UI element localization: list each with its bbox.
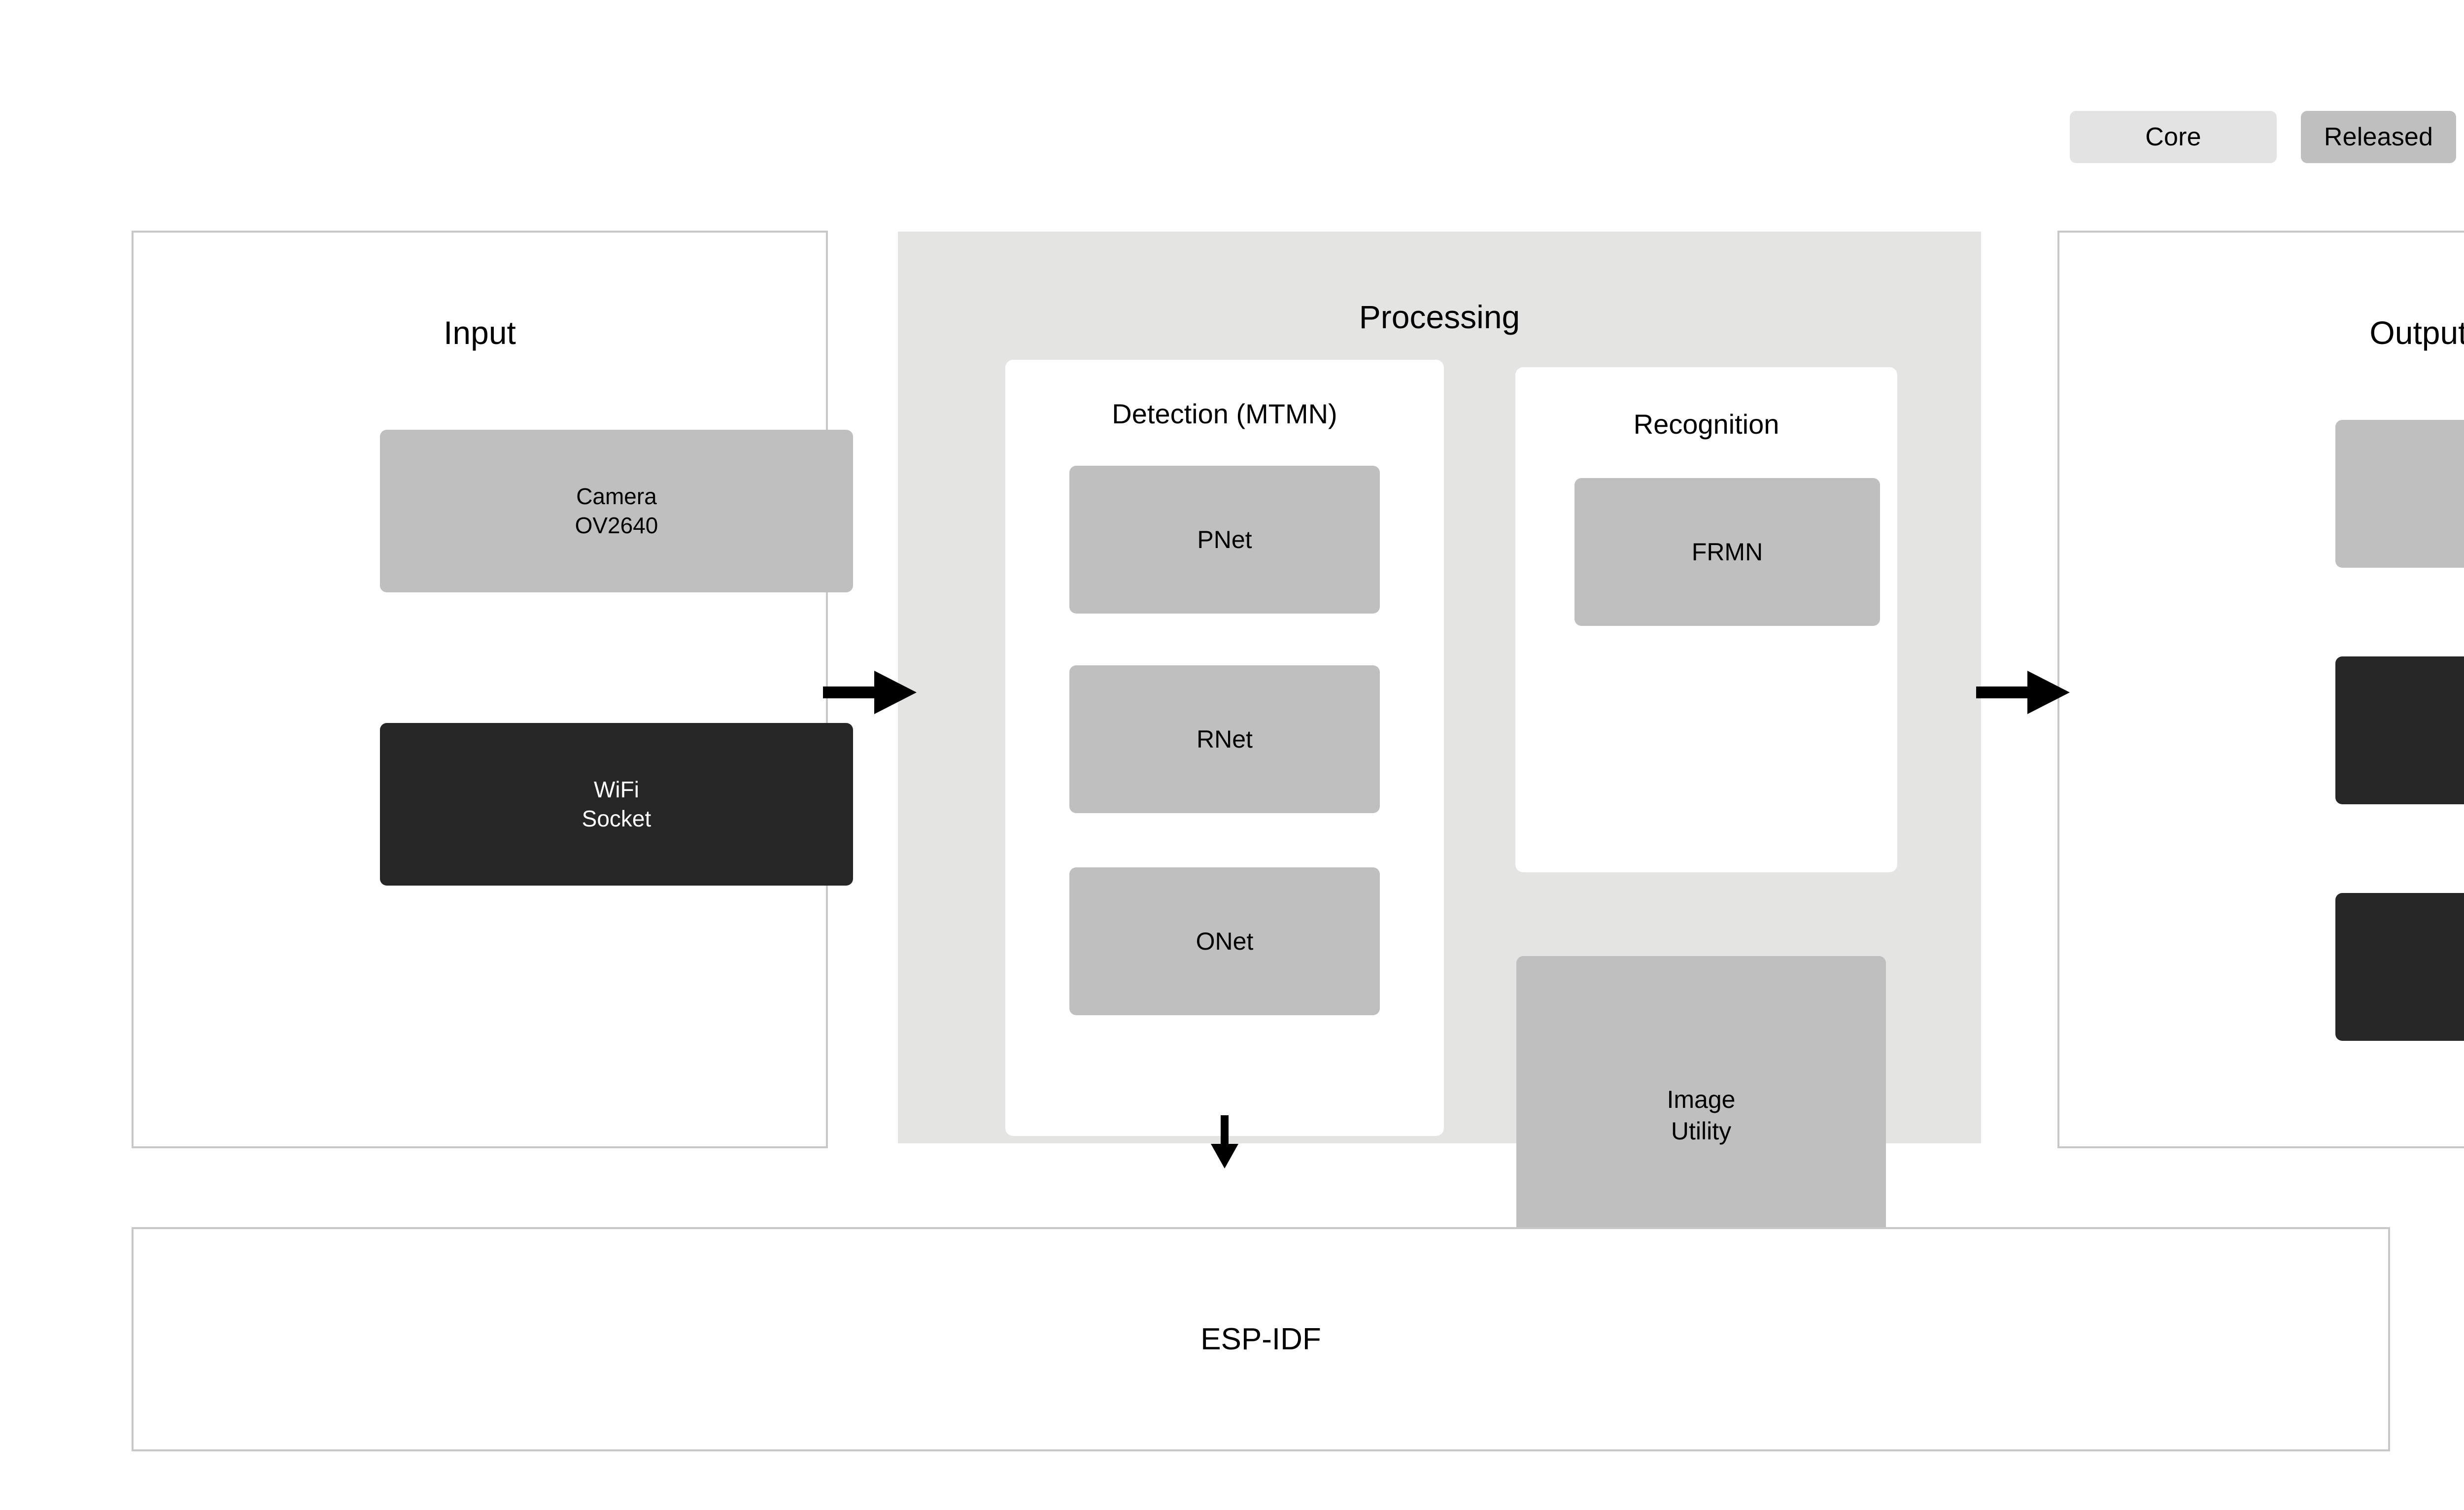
card-detection-title: Detection (MTMN) — [1112, 398, 1337, 429]
legend-item-core[interactable]: Core — [2070, 111, 2277, 163]
panel-input: Input Camera OV2640 WiFi Socket — [132, 231, 853, 1148]
arrow-processing-to-output-icon — [1976, 663, 2075, 722]
node-frmn-label: FRMN — [1691, 538, 1763, 566]
foundation-esp-idf: ESP-IDF — [132, 1227, 2390, 1451]
panel-output: Output Command Line WiFi Http_server LCD — [2057, 231, 2464, 1148]
legend-label-core: Core — [2145, 123, 2201, 151]
node-onet-label: ONet — [1196, 927, 1254, 955]
node-pnet[interactable]: PNet — [1069, 466, 1380, 614]
node-pnet-label: PNet — [1197, 526, 1252, 553]
panel-input-title: Input — [444, 314, 516, 351]
legend-item-released[interactable]: Released — [2301, 111, 2456, 163]
panel-processing: Processing Detection (MTMN) PNet RNet — [898, 232, 1981, 1274]
node-frmn[interactable]: FRMN — [1574, 478, 1880, 626]
legend: Core Released Developing — [2070, 111, 2464, 163]
node-wifi-http-server[interactable]: WiFi Http_server — [2335, 656, 2464, 804]
arrow-rnet-to-onet-icon — [1207, 1115, 1242, 1169]
node-wifi-socket[interactable]: WiFi Socket — [380, 723, 853, 886]
card-recognition: Recognition FRMN — [1515, 367, 1897, 872]
foundation-label: ESP-IDF — [1200, 1322, 1321, 1356]
node-image-utility[interactable]: Image Utility — [1516, 956, 1886, 1274]
panel-output-title: Output — [2369, 314, 2464, 351]
node-camera-ov2640[interactable]: Camera OV2640 — [380, 430, 853, 592]
card-detection: Detection (MTMN) PNet RNet O — [1005, 360, 1444, 1168]
node-camera-ov2640-label: Camera OV2640 — [575, 483, 658, 538]
node-rnet-label: RNet — [1197, 725, 1253, 753]
node-rnet[interactable]: RNet — [1069, 665, 1380, 813]
card-recognition-title: Recognition — [1633, 409, 1780, 440]
legend-label-released: Released — [2324, 123, 2433, 151]
node-onet[interactable]: ONet — [1069, 867, 1380, 1015]
node-command-line[interactable]: Command Line — [2335, 420, 2464, 568]
node-lcd[interactable]: LCD — [2335, 893, 2464, 1041]
node-wifi-socket-label: WiFi Socket — [582, 777, 651, 831]
panel-processing-title: Processing — [1359, 299, 1520, 335]
arrow-input-to-processing-icon — [823, 663, 922, 722]
node-image-utility-label: Image Utility — [1667, 1085, 1736, 1145]
